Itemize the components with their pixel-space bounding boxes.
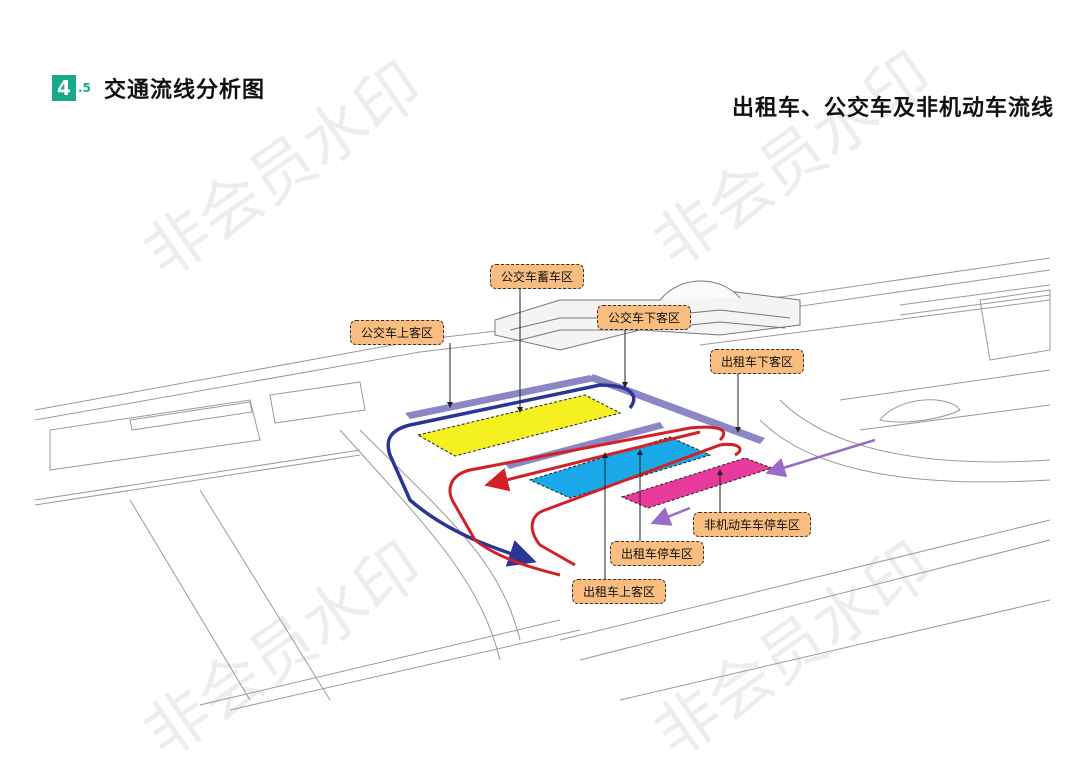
label-bus-alighting: 公交车下客区 xyxy=(597,305,692,330)
leader-lines xyxy=(447,287,741,580)
label-taxi-parking: 出租车停车区 xyxy=(610,541,705,566)
taxi-route-3 xyxy=(530,442,742,567)
bus-route xyxy=(386,383,636,567)
bus-storage-zone xyxy=(416,394,622,457)
label-bus-storage: 公交车蓄车区 xyxy=(490,264,585,289)
taxi-route-2 xyxy=(484,430,701,492)
label-taxi-alighting: 出租车下客区 xyxy=(710,349,805,374)
nonmotor-route-exit xyxy=(650,506,691,526)
label-bus-boarding: 公交车上客区 xyxy=(350,320,445,345)
section-title: 交通流线分析图 xyxy=(104,78,266,103)
nonmotor-route xyxy=(765,438,876,478)
diagram-title: 出租车、公交车及非机动车流线 xyxy=(731,96,1054,121)
section-number: 4 xyxy=(52,75,76,101)
label-taxi-boarding: 出租车上客区 xyxy=(572,579,667,604)
taxi-route-1 xyxy=(448,425,726,577)
section-badge: 4 .5 xyxy=(52,74,92,102)
section-sub-number: .5 xyxy=(78,81,91,95)
label-nonmotor-parking: 非机动车车停车区 xyxy=(693,512,812,537)
